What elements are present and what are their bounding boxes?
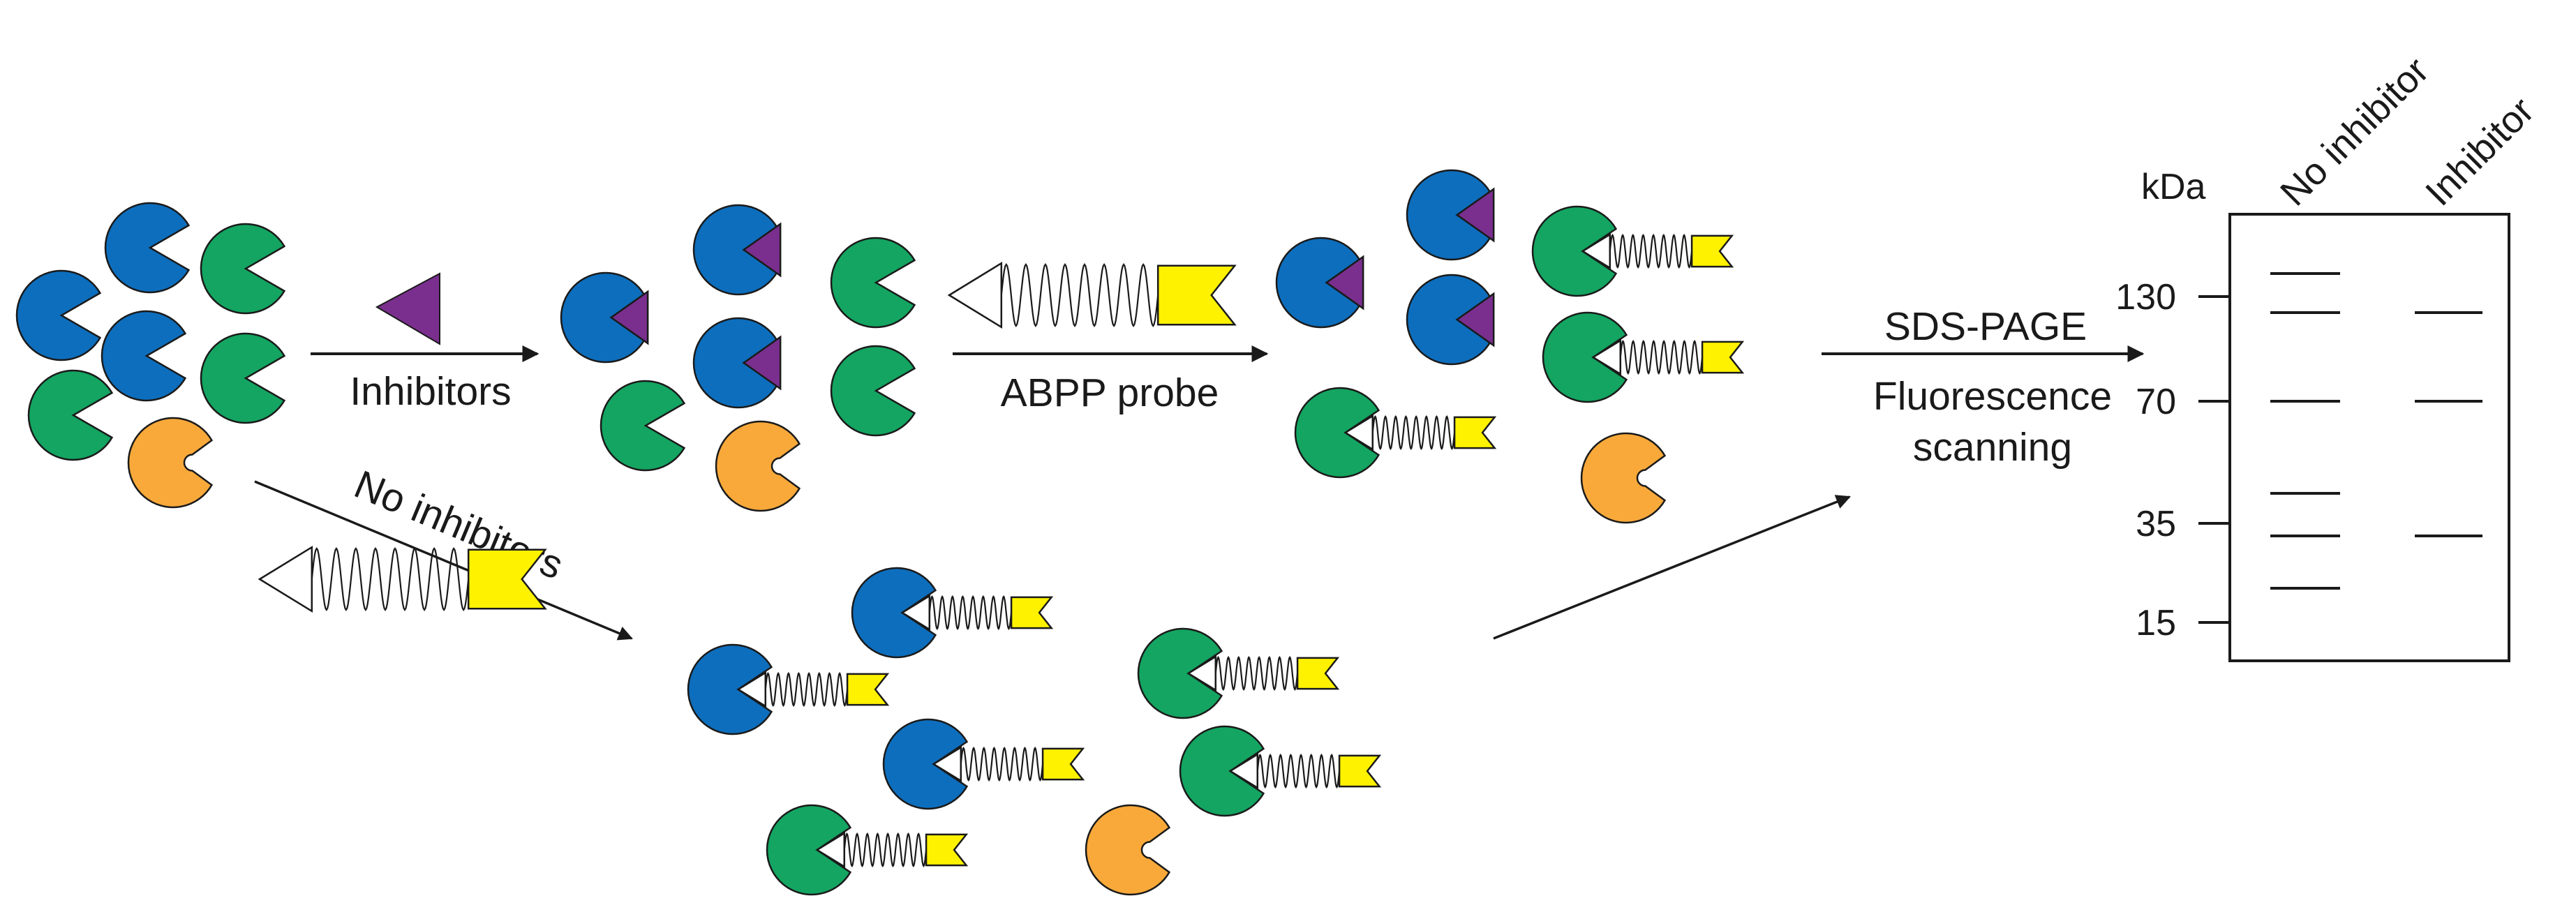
warhead-triangle <box>947 262 1003 329</box>
abpp-probe <box>947 262 1237 329</box>
labeled-enzymes-uninhibited <box>687 567 1382 896</box>
blue-enzyme <box>1275 237 1362 329</box>
inhibitors-label: Inhibitors <box>350 369 511 414</box>
blue-enzyme <box>882 718 969 810</box>
abpp-probe <box>815 831 969 869</box>
orange-enzyme <box>1085 804 1171 896</box>
abpp-probe <box>1591 338 1745 376</box>
linker-spring <box>764 671 849 708</box>
abpp-probe <box>1186 655 1340 692</box>
linker-spring <box>843 832 928 868</box>
fluorophore-tag <box>1690 234 1734 268</box>
marker-70-label: 70 <box>2136 382 2176 422</box>
green-enzyme <box>766 804 852 896</box>
orange-enzyme <box>715 420 801 512</box>
abpp-probe-icon-lower <box>258 546 547 613</box>
orange-enzyme <box>1580 432 1667 524</box>
gel-panel: kDa No inhibitor Inhibitor 130 70 35 15 <box>2115 50 2542 662</box>
inhibitor-triangle <box>609 290 649 345</box>
green-enzyme <box>27 369 114 461</box>
abpp-probe-icon <box>947 262 1237 329</box>
inhibitor-triangle <box>742 222 782 278</box>
green-enzyme <box>200 332 286 424</box>
fluorophore-tag <box>1296 657 1340 690</box>
labeled-enzymes-inhibited <box>1275 169 1745 524</box>
blue-enzyme <box>15 269 102 361</box>
fluorophore-tag <box>1453 416 1497 449</box>
marker-130-label: 130 <box>2115 277 2176 317</box>
green-enzyme <box>1531 205 1618 297</box>
fluorophore-tag <box>846 673 890 706</box>
green-enzyme <box>1137 627 1223 719</box>
no-inhibitors-arrow <box>254 480 633 641</box>
enzyme-mixture-initial <box>15 202 286 509</box>
linker-spring <box>1371 414 1456 451</box>
linker-spring <box>311 546 470 612</box>
enzyme-mixture-inhibited <box>560 204 916 512</box>
blue-enzyme <box>851 567 937 659</box>
green-enzyme <box>1179 725 1265 817</box>
abpp-probe <box>900 594 1054 632</box>
blue-enzyme <box>1406 169 1492 261</box>
linker-spring <box>928 595 1013 631</box>
abpp-probe <box>1228 752 1382 790</box>
fluorophore-tag <box>1338 754 1382 788</box>
blue-enzyme <box>560 271 646 364</box>
green-enzyme <box>1542 311 1628 403</box>
green-enzyme <box>830 237 916 329</box>
inhibitor-triangle <box>742 335 782 391</box>
green-enzyme <box>830 345 916 437</box>
fluorophore-tag <box>1010 596 1054 629</box>
scanning-label: scanning <box>1913 425 2072 470</box>
sds-page-label: SDS-PAGE <box>1884 304 2087 349</box>
kda-unit-label: kDa <box>2141 167 2206 207</box>
linker-spring <box>1609 233 1693 269</box>
green-enzyme <box>600 380 686 472</box>
blue-enzyme <box>100 310 187 402</box>
blue-enzyme <box>692 317 779 409</box>
lane-label-inhibitor: Inhibitor <box>2418 89 2542 214</box>
fluorophore-tag <box>1041 747 1085 781</box>
abpp-probe-label: ABPP probe <box>1001 371 1219 415</box>
blue-enzyme <box>692 204 779 296</box>
green-enzyme <box>200 223 286 315</box>
linker-spring <box>1256 753 1341 789</box>
fluorophore-tag <box>1156 264 1237 326</box>
marker-15-label: 15 <box>2136 603 2176 643</box>
linker-spring <box>1214 655 1299 692</box>
orange-enzyme <box>127 417 214 509</box>
linker-spring <box>1619 339 1704 375</box>
fluorescence-label: Fluorescence <box>1873 374 2112 419</box>
inhibitor-triangle <box>1325 255 1364 311</box>
warhead-triangle <box>258 546 313 613</box>
fluorophore-tag <box>1701 341 1745 374</box>
inhibitor-triangle <box>1455 187 1495 243</box>
fluorophore-tag <box>925 833 969 867</box>
inhibitor-triangle-icon <box>375 272 440 345</box>
lane-label-no-inhibitor: No inhibitor <box>2272 50 2437 214</box>
gel-frame <box>2228 213 2510 662</box>
blue-enzyme <box>687 643 773 735</box>
merge-arrow <box>1493 495 1851 640</box>
fluorophore-tag <box>467 548 547 610</box>
abpp-probe-lower <box>258 546 547 613</box>
inhibitor-triangle <box>1455 292 1495 348</box>
linker-spring <box>960 746 1044 782</box>
abpp-probe <box>932 745 1085 783</box>
blue-enzyme <box>1406 274 1492 366</box>
abpp-probe <box>736 671 890 708</box>
marker-35-label: 35 <box>2136 504 2176 544</box>
green-enzyme <box>1294 387 1380 479</box>
abpp-probe <box>1343 414 1497 451</box>
blue-enzyme <box>104 202 191 294</box>
abpp-probe <box>1581 232 1734 270</box>
linker-spring <box>1000 262 1159 328</box>
no-inhibitors-label: No inhibitors <box>348 462 569 588</box>
